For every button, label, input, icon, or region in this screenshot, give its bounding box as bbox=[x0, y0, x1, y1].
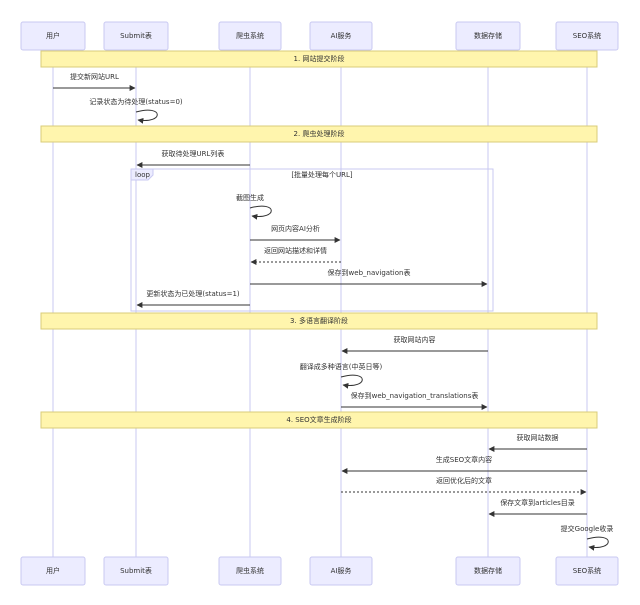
message-label: 获取待处理URL列表 bbox=[162, 149, 225, 158]
message-4: 截图生成 bbox=[236, 193, 272, 220]
participant-bottom-3: AI服务 bbox=[309, 556, 373, 586]
participant-label: 爬虫系统 bbox=[236, 566, 264, 575]
message-label: 保存文章到articles目录 bbox=[500, 498, 575, 507]
participant-top-2: 爬虫系统 bbox=[218, 21, 282, 51]
message-label: 提交新网站URL bbox=[70, 72, 119, 81]
message-2: 记录状态为待处理(status=0) bbox=[89, 97, 183, 124]
message-5: 网页内容AI分析 bbox=[250, 224, 341, 243]
participant-top-3: AI服务 bbox=[309, 21, 373, 51]
message-8: 更新状态为已处理(status=1) bbox=[136, 289, 250, 308]
message-label: 获取网站内容 bbox=[394, 335, 436, 344]
participant-label: 爬虫系统 bbox=[236, 31, 264, 40]
participant-bottom-0: 用户 bbox=[20, 556, 86, 586]
participant-label: AI服务 bbox=[331, 566, 352, 575]
message-label: 生成SEO文章内容 bbox=[436, 455, 492, 464]
participant-top-4: 数据存储 bbox=[455, 21, 521, 51]
message-label: 更新状态为已处理(status=1) bbox=[146, 289, 240, 298]
phase-label: 3. 多语言翻译阶段 bbox=[290, 316, 348, 325]
message-13: 生成SEO文章内容 bbox=[341, 455, 587, 474]
message-15: 保存文章到articles目录 bbox=[488, 498, 587, 517]
participant-label: SEO系统 bbox=[573, 31, 601, 40]
message-label: 返回优化后的文章 bbox=[436, 476, 492, 485]
participant-bottom-5: SEO系统 bbox=[555, 556, 619, 586]
participant-bottom-2: 爬虫系统 bbox=[218, 556, 282, 586]
participant-label: 用户 bbox=[46, 31, 60, 40]
phase-note-3: 3. 多语言翻译阶段 bbox=[40, 312, 598, 330]
participant-bottom-4: 数据存储 bbox=[455, 556, 521, 586]
message-label: 翻译成多种语言(中英日等) bbox=[300, 362, 383, 371]
message-6: 返回网站描述和详情 bbox=[250, 246, 341, 265]
message-16: 提交Google收录 bbox=[561, 524, 614, 551]
message-label: 返回网站描述和详情 bbox=[264, 246, 327, 255]
message-label: 保存到web_navigation_translations表 bbox=[351, 391, 479, 400]
participant-label: AI服务 bbox=[331, 31, 352, 40]
message-1: 提交新网站URL bbox=[53, 72, 136, 91]
message-label: 获取网站数据 bbox=[517, 433, 559, 442]
message-7: 保存到web_navigation表 bbox=[250, 268, 488, 287]
participant-label: SEO系统 bbox=[573, 566, 601, 575]
message-11: 保存到web_navigation_translations表 bbox=[341, 391, 488, 410]
participant-label: 数据存储 bbox=[474, 31, 502, 40]
participant-label: Submit表 bbox=[120, 31, 152, 40]
message-9: 获取网站内容 bbox=[341, 335, 488, 354]
participant-bottom-1: Submit表 bbox=[103, 556, 169, 586]
participant-label: 数据存储 bbox=[474, 566, 502, 575]
participant-label: Submit表 bbox=[120, 566, 152, 575]
message-label: 截图生成 bbox=[236, 193, 264, 202]
phase-label: 1. 网站提交阶段 bbox=[294, 54, 345, 63]
participant-top-0: 用户 bbox=[20, 21, 86, 51]
message-12: 获取网站数据 bbox=[488, 433, 587, 452]
participant-top-1: Submit表 bbox=[103, 21, 169, 51]
phase-note-2: 2. 爬虫处理阶段 bbox=[40, 125, 598, 143]
message-3: 获取待处理URL列表 bbox=[136, 149, 250, 168]
loop-keyword: loop bbox=[135, 171, 151, 179]
loop-frame: loop [批量处理每个URL] bbox=[130, 168, 494, 312]
participant-label: 用户 bbox=[46, 566, 60, 575]
phase-note-1: 1. 网站提交阶段 bbox=[40, 50, 598, 68]
message-10: 翻译成多种语言(中英日等) bbox=[300, 362, 383, 389]
message-label: 网页内容AI分析 bbox=[271, 224, 320, 233]
phase-label: 4. SEO文章生成阶段 bbox=[286, 415, 351, 424]
message-label: 记录状态为待处理(status=0) bbox=[89, 97, 183, 106]
message-label: 保存到web_navigation表 bbox=[328, 268, 411, 277]
message-14: 返回优化后的文章 bbox=[341, 476, 587, 495]
phase-label: 2. 爬虫处理阶段 bbox=[294, 129, 345, 138]
participant-top-5: SEO系统 bbox=[555, 21, 619, 51]
phase-note-4: 4. SEO文章生成阶段 bbox=[40, 411, 598, 429]
message-label: 提交Google收录 bbox=[561, 524, 614, 533]
loop-condition: [批量处理每个URL] bbox=[291, 170, 353, 179]
